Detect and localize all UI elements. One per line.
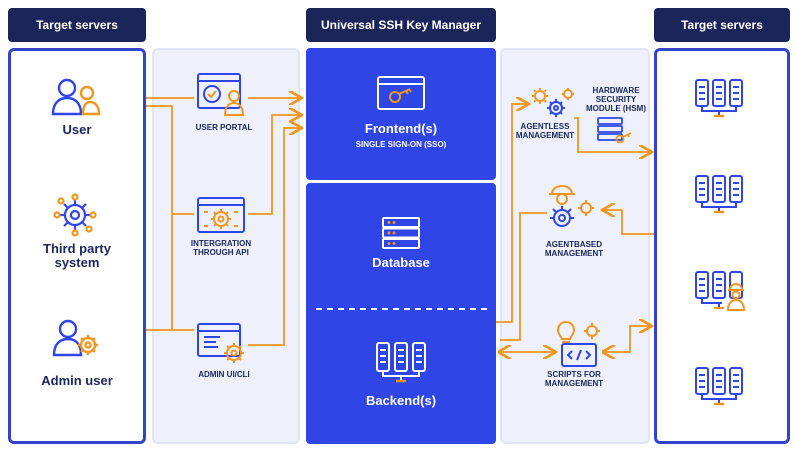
admin-ui-label: ADMIN UI/CLI xyxy=(198,370,250,379)
browser-gear-icon xyxy=(197,197,245,233)
management-panel xyxy=(500,48,650,444)
terminal-gear-icon xyxy=(197,323,244,363)
user-trunk-line xyxy=(146,105,194,331)
integration-api-label: INTERGRATION THROUGH API xyxy=(190,239,252,257)
left-users-panel xyxy=(8,48,146,444)
database-icon xyxy=(382,217,420,249)
agentless-gear-icon xyxy=(532,88,574,117)
user-portal-label: USER PORTAL xyxy=(195,123,253,132)
browser-user-icon xyxy=(197,73,245,116)
scripts-label: SCRIPTS FOR MANAGEMENT xyxy=(544,370,604,388)
backend-to-agentbased-line xyxy=(500,212,547,341)
backend-label: Backend(s) xyxy=(365,393,437,408)
api-to-frontend-line xyxy=(248,115,300,215)
servers-to-agentbased-line xyxy=(604,210,654,235)
backend-to-agentless-line xyxy=(496,104,527,323)
admin-user-label: Admin user xyxy=(41,373,113,388)
target-server-icon-2 xyxy=(695,175,743,214)
frontend-label: Frontend(s) xyxy=(364,121,438,136)
script-bulb-icon xyxy=(556,320,600,367)
target-server-icon-4 xyxy=(695,367,743,406)
user-label: User xyxy=(62,122,92,137)
gear-network-icon xyxy=(53,193,97,237)
worker-gear-icon xyxy=(549,184,594,227)
right-target-servers-header: Target servers xyxy=(654,8,790,42)
sso-label: SINGLE SIGN-ON (SSO) xyxy=(355,140,447,149)
agentbased-label: AGENTBASED MANAGEMENT xyxy=(544,240,604,258)
hsm-key-icon xyxy=(597,117,632,144)
server-rack-icon xyxy=(376,342,426,383)
ui-to-frontend-line xyxy=(248,128,300,346)
scripts-to-servers-line xyxy=(604,326,650,352)
agentless-label: AGENTLESS MANAGEMENT xyxy=(515,122,575,140)
hsm-label: HARDWARE SECURITY MODULE (HSM) xyxy=(586,86,646,113)
target-server-agent-icon xyxy=(695,271,746,311)
database-label: Database xyxy=(372,255,430,270)
agentless-to-servers-line xyxy=(574,117,650,152)
left-target-servers-header: Target servers xyxy=(8,8,146,42)
frontend-panel xyxy=(306,48,496,180)
key-window-icon xyxy=(377,76,425,110)
users-icon xyxy=(51,78,101,116)
target-server-icon-1 xyxy=(695,79,743,118)
right-servers-panel xyxy=(654,48,790,444)
third-party-label: Third party system xyxy=(43,241,111,270)
admin-gear-icon xyxy=(52,319,98,357)
key-manager-header: Universal SSH Key Manager xyxy=(306,8,496,42)
